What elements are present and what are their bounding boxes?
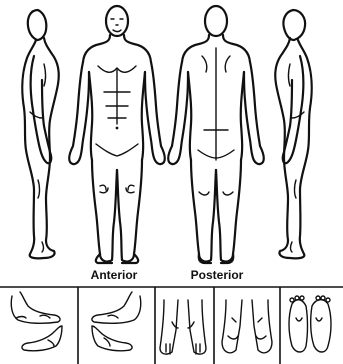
label-anterior: Anterior [91, 268, 138, 282]
foot-panel-medial [92, 292, 141, 351]
foot-panel-back [222, 300, 272, 353]
figure-posterior [168, 6, 264, 263]
figure-anterior [69, 6, 165, 263]
figure-side-left [22, 10, 58, 258]
label-posterior: Posterior [191, 268, 244, 282]
foot-panel-front [160, 300, 206, 354]
foot-panel-lateral-left [11, 292, 62, 351]
foot-panels [0, 287, 343, 364]
figure-side-right [275, 10, 311, 258]
foot-panel-soles [289, 296, 331, 352]
